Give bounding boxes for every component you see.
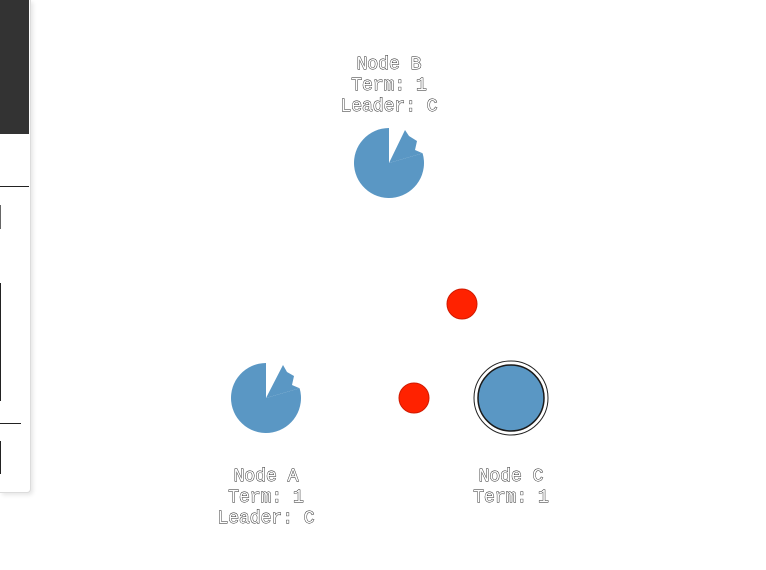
- node-c-circle[interactable]: [477, 364, 545, 432]
- node-b[interactable]: Node B Term: 1 Leader: C: [340, 55, 438, 198]
- panel-divider: [0, 186, 29, 187]
- node-a-timeout-notch: [266, 365, 300, 398]
- node-b-term: Term: 1: [351, 76, 427, 96]
- panel-log-box-edge: [0, 283, 1, 401]
- node-b-leader: Leader: C: [340, 97, 437, 117]
- node-b-timeout-notch: [389, 130, 423, 163]
- node-c-name: Node C: [479, 467, 544, 487]
- message-to-node-b[interactable]: [446, 288, 478, 320]
- panel-input-edge[interactable]: [0, 205, 1, 229]
- panel-header: [0, 0, 29, 134]
- node-c-leader-ring: [473, 360, 549, 436]
- node-a[interactable]: Node A Term: 1 Leader: C: [217, 363, 315, 529]
- panel-button-edge[interactable]: [0, 441, 1, 474]
- node-c-term: Term: 1: [473, 488, 549, 508]
- panel-divider-lower: [0, 423, 21, 424]
- side-control-panel: [0, 0, 31, 493]
- node-b-name: Node B: [357, 55, 422, 75]
- node-a-leader: Leader: C: [217, 509, 314, 529]
- node-a-name: Node A: [234, 467, 299, 487]
- message-to-node-a[interactable]: [398, 382, 430, 414]
- node-c[interactable]: Node C Term: 1: [473, 360, 549, 508]
- node-a-term: Term: 1: [228, 488, 304, 508]
